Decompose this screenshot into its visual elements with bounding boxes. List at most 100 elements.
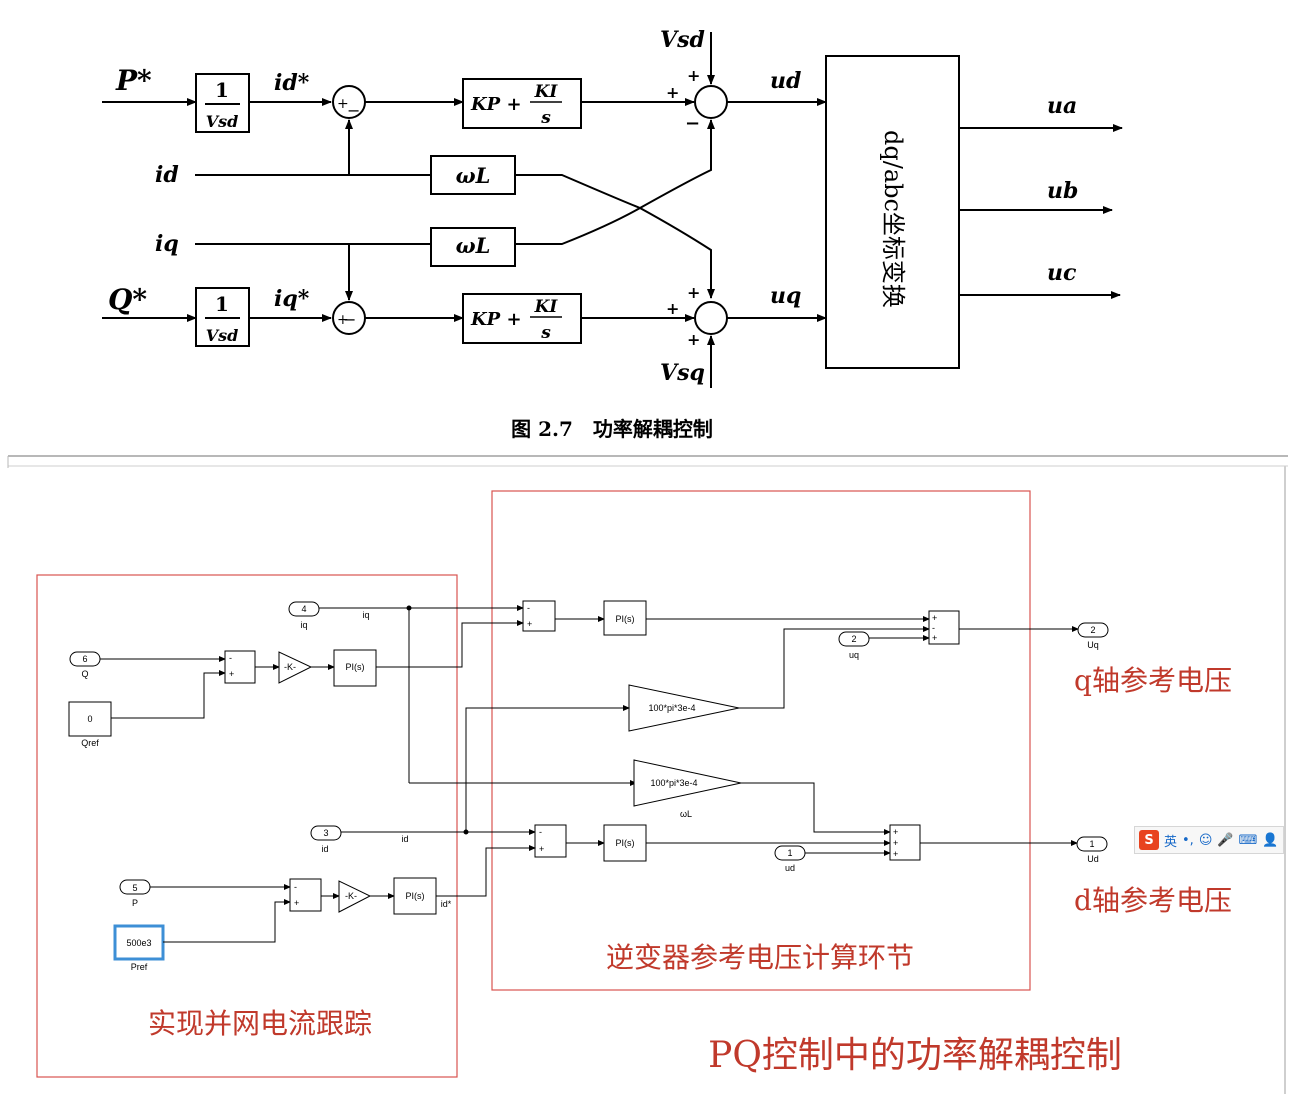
pi-block-d <box>462 78 582 129</box>
sign: + <box>687 283 700 302</box>
pi-Q[interactable] <box>333 649 377 687</box>
inport-uq[interactable] <box>838 631 870 647</box>
pi-id[interactable] <box>603 824 647 862</box>
gain-text: -K- <box>284 662 296 672</box>
sign: - <box>527 603 530 613</box>
inport-id[interactable] <box>310 825 342 841</box>
sign: − <box>347 101 360 120</box>
annotation-box-left <box>36 574 458 1078</box>
pi-num-q: KI <box>534 297 559 317</box>
inport-num: 2 <box>851 634 856 644</box>
gain-num-d: 1 <box>215 78 229 102</box>
signal-label: id* <box>441 899 452 909</box>
label-ud: ud <box>770 68 801 94</box>
const-value: 0 <box>87 714 92 724</box>
gain-text: -K- <box>345 891 357 901</box>
outport-Ud[interactable] <box>1076 836 1108 852</box>
gain-wl-lower[interactable] <box>633 759 742 807</box>
textbook-diagram <box>102 32 1123 388</box>
sign: - <box>229 653 232 663</box>
sum-Uq[interactable] <box>928 610 960 645</box>
gain-den-q: Vsd <box>206 326 239 345</box>
emoji-icon[interactable]: ☺ <box>1198 832 1213 848</box>
label-vsd: Vsd <box>660 27 705 53</box>
gain-num-q: 1 <box>215 292 229 316</box>
sign: + <box>539 844 544 854</box>
sign: + <box>294 898 299 908</box>
label-uc: uc <box>1047 260 1077 286</box>
dq-abc-transform-block <box>825 55 960 369</box>
keyboard-icon[interactable]: ⌨ <box>1238 832 1258 848</box>
pi-text: PI(s) <box>406 891 425 901</box>
sogou-logo-icon[interactable]: S <box>1139 830 1159 850</box>
sum-id[interactable] <box>534 824 567 858</box>
sign: − <box>343 310 356 329</box>
sign: - <box>932 623 935 633</box>
label-iq-ref: iq* <box>274 286 310 312</box>
textbook-labels: P* Q* 1 Vsd 1 Vsd id* iq* id iq ωL ωL KP… <box>108 27 1078 441</box>
inport-label: iq <box>300 620 307 630</box>
const-Qref[interactable] <box>68 701 112 737</box>
pi-num-d: KI <box>534 82 559 102</box>
sum-iq[interactable] <box>522 600 556 632</box>
sign: + <box>527 619 532 629</box>
label-p-star: P* <box>115 64 152 97</box>
gain-K-Q[interactable] <box>278 651 313 684</box>
label-uq: uq <box>770 283 801 309</box>
ime-toolbar[interactable]: S 英 •, ☺ 🎤 ⌨ 👤 <box>1134 826 1284 854</box>
inport-num: 1 <box>787 848 792 858</box>
pi-kp-q: KP + <box>470 309 522 330</box>
pi-text: PI(s) <box>616 614 635 624</box>
inport-iq[interactable] <box>288 601 320 617</box>
simulink-labels: 4 iq iq - + PI(s) 6 Q 0 Qref - + -K- PI(… <box>81 603 1099 972</box>
inport-label: Q <box>81 669 88 679</box>
inport-num: 4 <box>301 604 306 614</box>
wl-text-d: ωL <box>456 163 491 188</box>
gain-wl-label: ωL <box>680 809 692 819</box>
user-icon[interactable]: 👤 <box>1262 832 1279 848</box>
pi-den-q: s <box>540 323 551 343</box>
sign: + <box>666 83 679 102</box>
pi-text: PI(s) <box>346 662 365 672</box>
sign: + <box>666 299 679 318</box>
label-q-star: Q* <box>108 283 147 316</box>
pi-text: PI(s) <box>616 838 635 848</box>
punctuation-icon[interactable]: •, <box>1182 832 1194 848</box>
sign: - <box>539 827 542 837</box>
const-label: Qref <box>81 738 99 748</box>
label-ub: ub <box>1047 178 1078 204</box>
inport-num: 6 <box>82 654 87 664</box>
language-toggle[interactable]: 英 <box>1164 834 1178 850</box>
pi-den-d: s <box>540 108 551 128</box>
sum-Ud[interactable] <box>889 824 921 861</box>
label-vsq: Vsq <box>660 360 705 386</box>
pi-iq[interactable] <box>603 600 647 636</box>
outport-label: Ud <box>1087 854 1099 864</box>
inport-label: ud <box>785 863 795 873</box>
gain-K-P[interactable] <box>338 880 372 913</box>
label-iq: iq <box>155 231 179 257</box>
sign: + <box>229 669 234 679</box>
left-box-annotation: 实现并网电流跟踪 <box>148 1007 372 1040</box>
pi-kp-d: KP + <box>470 94 522 115</box>
sign: + <box>932 633 937 643</box>
inport-num: 3 <box>323 828 328 838</box>
sign: + <box>893 838 898 848</box>
label-id: id <box>155 162 179 188</box>
outport-label: Uq <box>1087 640 1099 650</box>
inport-num: 5 <box>132 883 137 893</box>
label-ua: ua <box>1047 93 1077 119</box>
const-value: 500e3 <box>126 938 151 948</box>
sign: + <box>893 849 898 859</box>
microphone-icon[interactable]: 🎤 <box>1217 832 1234 848</box>
sign: − <box>685 113 700 134</box>
sum-Q[interactable] <box>224 650 256 684</box>
main-annotation-title: PQ控制中的功率解耦控制 <box>708 1035 1122 1076</box>
pi-P[interactable] <box>393 877 437 915</box>
signal-label: iq <box>362 610 369 620</box>
sum-P[interactable] <box>289 878 322 912</box>
gain-wl-text: 100*pi*3e-4 <box>650 778 697 788</box>
sign: + <box>337 312 349 328</box>
outport-Uq[interactable] <box>1077 622 1109 638</box>
